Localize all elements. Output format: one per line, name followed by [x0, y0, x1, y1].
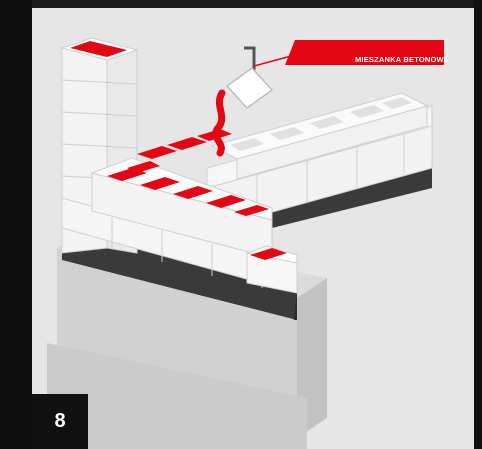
right-background-strip — [474, 0, 482, 449]
step-badge: 8 — [32, 394, 88, 449]
callout-label: MIESZANKA BETONOWA — [327, 53, 474, 67]
masonry-diagram — [32, 8, 474, 449]
step-number: 8 — [54, 410, 65, 433]
left-background-strip — [0, 0, 32, 449]
wall-construction-scene: MIESZANKA BETONOWA — [32, 8, 474, 449]
